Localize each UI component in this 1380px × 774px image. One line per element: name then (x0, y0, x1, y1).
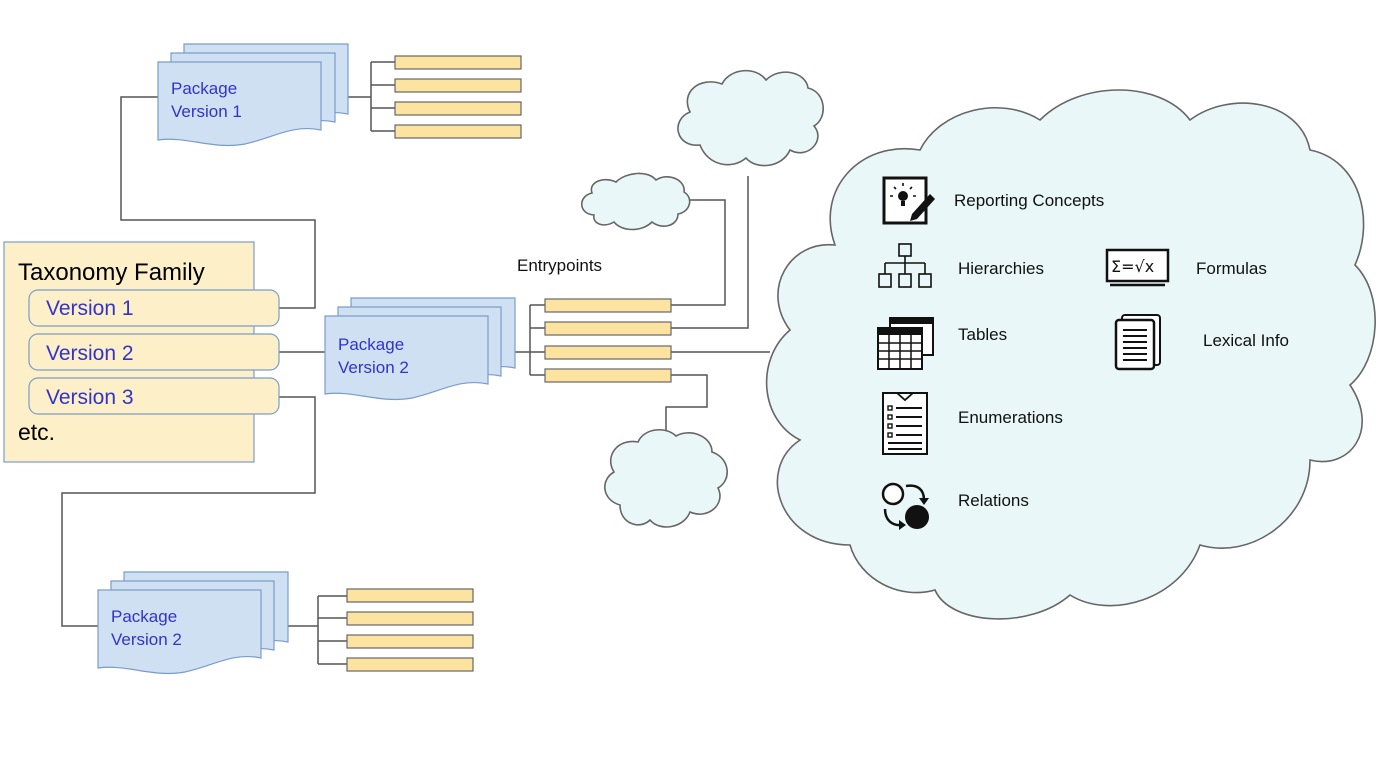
hierarchy-icon (878, 243, 932, 288)
package-label-line1: Package (111, 607, 177, 626)
entrypoint-bar[interactable] (346, 588, 474, 603)
entrypoint-bar[interactable] (346, 611, 474, 626)
svg-text:Σ=√x: Σ=√x (1111, 257, 1154, 276)
package-label-line1: Package (171, 79, 237, 98)
tables-label: Tables (958, 325, 1007, 344)
enumerations-label: Enumerations (958, 408, 1063, 427)
lexical-info-icon (1114, 314, 1161, 371)
package-label-line2: Version 1 (171, 102, 242, 121)
entrypoint-bar[interactable] (346, 634, 474, 649)
entrypoint-bar[interactable] (544, 298, 672, 313)
package-label-line2: Version 2 (338, 358, 409, 377)
lexical-info-label: Lexical Info (1203, 331, 1289, 350)
formulas-label: Formulas (1196, 259, 1267, 278)
taxonomy-family-box: Taxonomy Family Version 1 Version 2 Vers… (3, 241, 280, 463)
hierarchies-label: Hierarchies (958, 259, 1044, 278)
formula-icon: Σ=√x (1105, 248, 1170, 287)
package-label-line1: Package (338, 335, 404, 354)
etc-label: etc. (18, 419, 55, 445)
entrypoint-bar[interactable] (346, 657, 474, 672)
entrypoints-top (394, 55, 522, 139)
version-item-2[interactable]: Version 2 (28, 333, 280, 371)
entrypoint-bar[interactable] (394, 124, 522, 139)
version-label: Version 1 (46, 297, 134, 320)
relations-icon (881, 482, 929, 530)
small-cloud-top (677, 69, 824, 167)
entrypoints-label: Entrypoints (517, 256, 602, 275)
version-item-3[interactable]: Version 3 (28, 377, 280, 415)
package-label-line2: Version 2 (111, 630, 182, 649)
package-top[interactable]: Package Version 1 (157, 43, 349, 147)
entrypoint-bar[interactable] (544, 345, 672, 360)
reporting-concepts-icon (882, 176, 935, 225)
entrypoint-bar[interactable] (394, 55, 522, 70)
taxonomy-family-title: Taxonomy Family (18, 259, 205, 286)
version-item-1[interactable]: Version 1 (28, 289, 280, 327)
reporting-concepts-label: Reporting Concepts (954, 191, 1104, 210)
table-icon (877, 317, 934, 370)
small-cloud-left (580, 172, 691, 231)
entrypoints-middle (544, 298, 672, 383)
version-label: Version 3 (46, 386, 134, 409)
entrypoint-bar[interactable] (394, 78, 522, 93)
connector-lines (61, 61, 770, 665)
big-cloud (765, 89, 1376, 620)
small-cloud-bottom (604, 429, 728, 528)
entrypoint-bar[interactable] (394, 101, 522, 116)
entrypoint-bar[interactable] (544, 321, 672, 336)
enumeration-icon (882, 392, 928, 455)
relations-label: Relations (958, 491, 1029, 510)
version-label: Version 2 (46, 342, 134, 365)
package-bottom[interactable]: Package Version 2 (97, 571, 289, 675)
entrypoints-bottom (346, 588, 474, 672)
entrypoint-bar[interactable] (544, 368, 672, 383)
package-middle[interactable]: Package Version 2 (324, 297, 516, 401)
